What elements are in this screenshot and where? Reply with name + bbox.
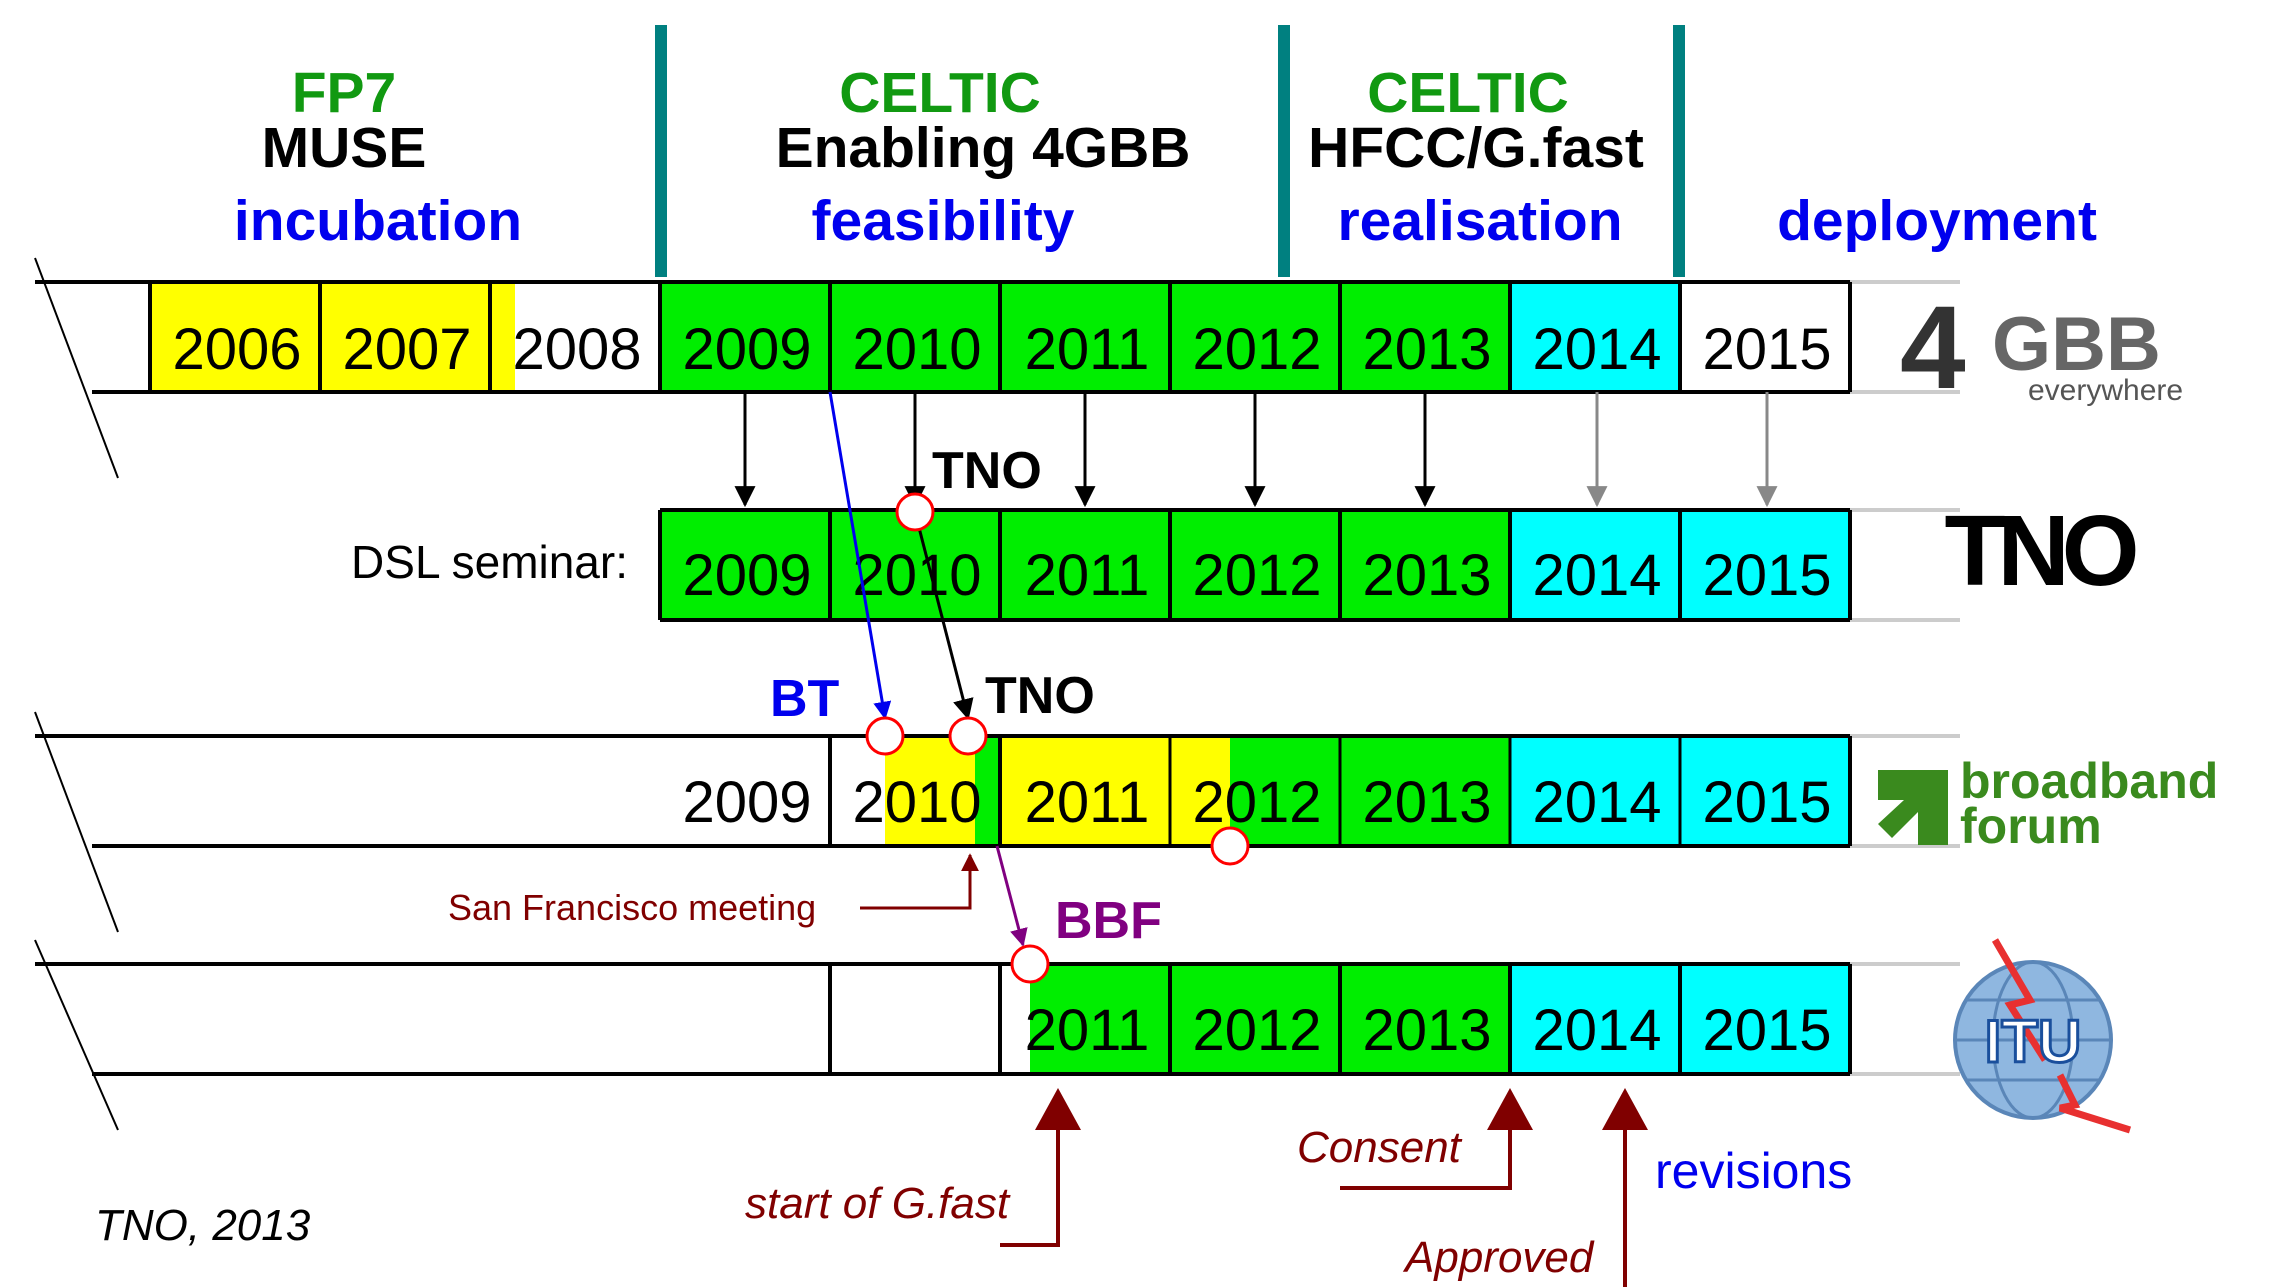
year-label: 2015 xyxy=(1702,543,1831,608)
year-fill-yellow xyxy=(1000,736,1230,846)
phase-separator xyxy=(655,25,667,277)
year-label: 2012 xyxy=(1192,317,1321,382)
approved-label: Approved xyxy=(1402,1233,1595,1282)
year-label: 2014 xyxy=(1532,998,1661,1063)
broadband-forum-line1: broadband xyxy=(1960,753,2218,809)
header-org-1: FP7 xyxy=(292,61,397,125)
header-org-2: CELTIC xyxy=(839,61,1041,125)
header-phase-3: realisation xyxy=(1337,189,1622,253)
cross-row-arrows xyxy=(828,391,1028,947)
year-label: 2010 xyxy=(852,317,981,382)
4gbb-logo-four: 4 xyxy=(1900,282,1966,414)
year-label: 2014 xyxy=(1532,770,1661,835)
year-label: 2012 xyxy=(1192,770,1321,835)
year-label: 2013 xyxy=(1362,770,1491,835)
tno-arrow xyxy=(913,511,974,721)
year-label: 2011 xyxy=(1025,317,1150,382)
footer-credit: TNO, 2013 xyxy=(95,1201,311,1250)
year-label: 2010 xyxy=(852,770,981,835)
itu-logo-text: ITU xyxy=(1985,1008,2082,1075)
year-fill-green xyxy=(1230,736,1510,846)
year-fill-green xyxy=(660,282,1510,392)
event-marker xyxy=(1210,826,1250,866)
row-itu: 2011 2012 2013 2014 2015 xyxy=(34,939,1960,1131)
revisions-label: revisions xyxy=(1655,1143,1852,1199)
bbf-annotation: BBF xyxy=(1055,892,1162,950)
year-fill-yellow xyxy=(150,282,515,392)
bbf-arrow xyxy=(995,845,1028,947)
event-marker xyxy=(1010,944,1050,984)
year-label: 2009 xyxy=(682,317,811,382)
4gbb-logo-sub: everywhere xyxy=(2028,374,2183,407)
phase-separator xyxy=(1278,25,1290,277)
year-label: 2007 xyxy=(342,317,471,382)
row-tno: DSL seminar: 2009 2010 2011 2012 2013 20… xyxy=(351,508,1960,622)
dsl-seminar-label: DSL seminar: xyxy=(351,536,628,588)
bt-annotation: BT xyxy=(770,670,840,728)
year-label: 2013 xyxy=(1362,317,1491,382)
year-label: 2008 xyxy=(512,317,641,382)
arrows-4gbb-to-tno xyxy=(734,392,1778,508)
tno-logo: TNO xyxy=(1944,495,2135,607)
header-phase-1: incubation xyxy=(234,189,522,253)
event-marker xyxy=(948,716,988,756)
broadband-forum-logo: broadband forum xyxy=(1878,753,2218,854)
year-label: 2009 xyxy=(682,770,811,835)
4gbb-logo: 4 GBB everywhere xyxy=(1900,282,2183,414)
sf-meeting-label: San Francisco meeting xyxy=(448,887,816,928)
consent-label: Consent xyxy=(1297,1123,1463,1172)
event-marker xyxy=(895,492,935,532)
row-bbf: 2009 2010 2011 2012 2013 2014 2015 xyxy=(34,711,1960,933)
row-4gbb: 2006 2007 2008 2009 2010 2011 2012 2013 … xyxy=(34,257,1960,479)
phase-separators xyxy=(655,25,1685,277)
year-label: 2015 xyxy=(1702,317,1831,382)
header-project-2: Enabling 4GBB xyxy=(776,116,1191,180)
year-label: 2015 xyxy=(1702,998,1831,1063)
bt-arrow xyxy=(828,391,892,720)
header-project-3: HFCC/G.fast xyxy=(1308,116,1644,180)
year-label: 2014 xyxy=(1532,543,1661,608)
year-label: 2014 xyxy=(1532,317,1661,382)
year-label: 2009 xyxy=(682,543,811,608)
year-fill-green xyxy=(1030,964,1510,1074)
tno-mid-annotation: TNO xyxy=(985,667,1095,725)
4gbb-logo-gbb: GBB xyxy=(1992,302,2161,387)
year-label: 2012 xyxy=(1192,543,1321,608)
year-label: 2013 xyxy=(1362,998,1491,1063)
event-marker xyxy=(865,716,905,756)
gfast-callouts: start of G.fast Consent Approved revisio… xyxy=(745,1088,1852,1287)
year-label: 2011 xyxy=(1025,998,1150,1063)
broadband-forum-line2: forum xyxy=(1960,798,2102,854)
year-label: 2011 xyxy=(1025,770,1150,835)
header-phase-2: feasibility xyxy=(812,189,1075,253)
header-phase-4: deployment xyxy=(1777,189,2097,253)
year-fill-green xyxy=(975,736,1000,846)
start-gfast-label: start of G.fast xyxy=(745,1179,1011,1228)
sf-meeting-callout: San Francisco meeting xyxy=(448,853,979,928)
header-project-1: MUSE xyxy=(262,116,427,180)
year-fill-yellow xyxy=(885,736,975,846)
itu-logo: ITU xyxy=(1953,938,2132,1134)
event-markers xyxy=(865,492,1250,984)
tno-top-annotation: TNO xyxy=(932,442,1042,500)
year-label: 2011 xyxy=(1025,543,1150,608)
broadband-forum-arrow-icon xyxy=(1878,770,1948,845)
year-label: 2010 xyxy=(852,543,981,608)
year-label: 2015 xyxy=(1702,770,1831,835)
year-fill-green xyxy=(660,510,1510,620)
header-org-3: CELTIC xyxy=(1367,61,1569,125)
year-label: 2006 xyxy=(172,317,301,382)
year-label: 2013 xyxy=(1362,543,1491,608)
phase-separator xyxy=(1673,25,1685,277)
year-label: 2012 xyxy=(1192,998,1321,1063)
phase-headers: FP7 MUSE incubation CELTIC Enabling 4GBB… xyxy=(234,61,2097,253)
itu-lightning-icon xyxy=(1991,938,2048,1062)
year-fill-cyan xyxy=(1510,282,1680,392)
